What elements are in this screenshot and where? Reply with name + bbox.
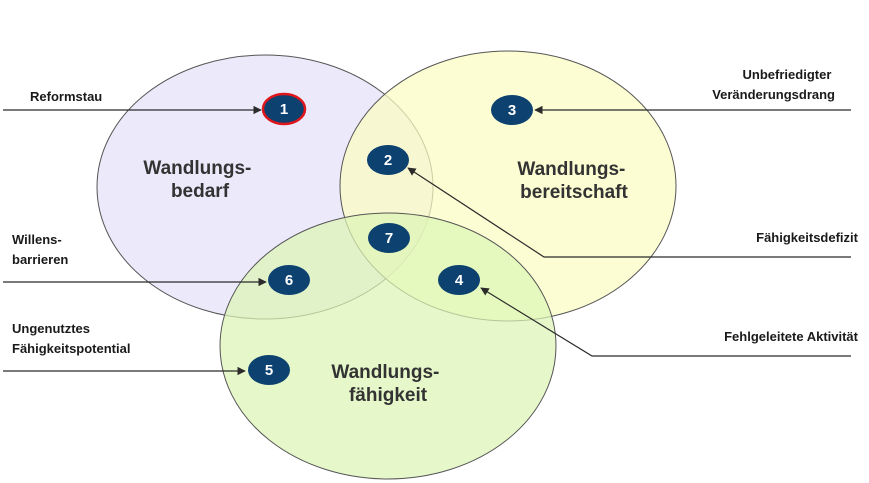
badge-2: 2 — [367, 145, 409, 175]
badge-4: 4 — [438, 265, 480, 295]
label-willensbarrieren: Willens- barrieren — [12, 232, 68, 267]
badge-7: 7 — [368, 223, 410, 253]
label-fehlgeleitete-aktivitaet: Fehlgeleitete Aktivität — [724, 329, 859, 344]
svg-text:4: 4 — [455, 272, 464, 289]
title-wandlungsbereitschaft: Wandlungs- bereitschaft — [517, 159, 630, 203]
connector-lines — [3, 105, 851, 376]
badge-6: 6 — [268, 265, 310, 295]
svg-text:1: 1 — [280, 101, 288, 118]
title-wandlungsfaehigkeit: Wandlungs- fähigkeit — [331, 362, 444, 406]
svg-text:3: 3 — [508, 102, 516, 119]
label-faehigkeitspotential: Ungenutztes Fähigkeitspotential — [12, 321, 130, 356]
badge-3: 3 — [491, 95, 533, 125]
svg-text:6: 6 — [285, 272, 293, 289]
badge-1: 1 — [261, 92, 307, 126]
title-wandlungsbedarf: Wandlungs- bedarf — [143, 158, 256, 202]
badge-5: 5 — [248, 355, 290, 385]
line-fehlgeleitete-aktivitaet — [480, 287, 851, 357]
svg-text:7: 7 — [385, 230, 393, 247]
svg-text:5: 5 — [265, 362, 273, 379]
label-reformstau: Reformstau — [30, 89, 102, 104]
svg-text:2: 2 — [384, 152, 392, 169]
line-faehigkeitsdefizit — [407, 167, 851, 258]
label-veraenderungsdrang: Unbefriedigter Veränderungsdrang — [712, 67, 835, 102]
label-faehigkeitsdefizit: Fähigkeitsdefizit — [756, 230, 859, 245]
